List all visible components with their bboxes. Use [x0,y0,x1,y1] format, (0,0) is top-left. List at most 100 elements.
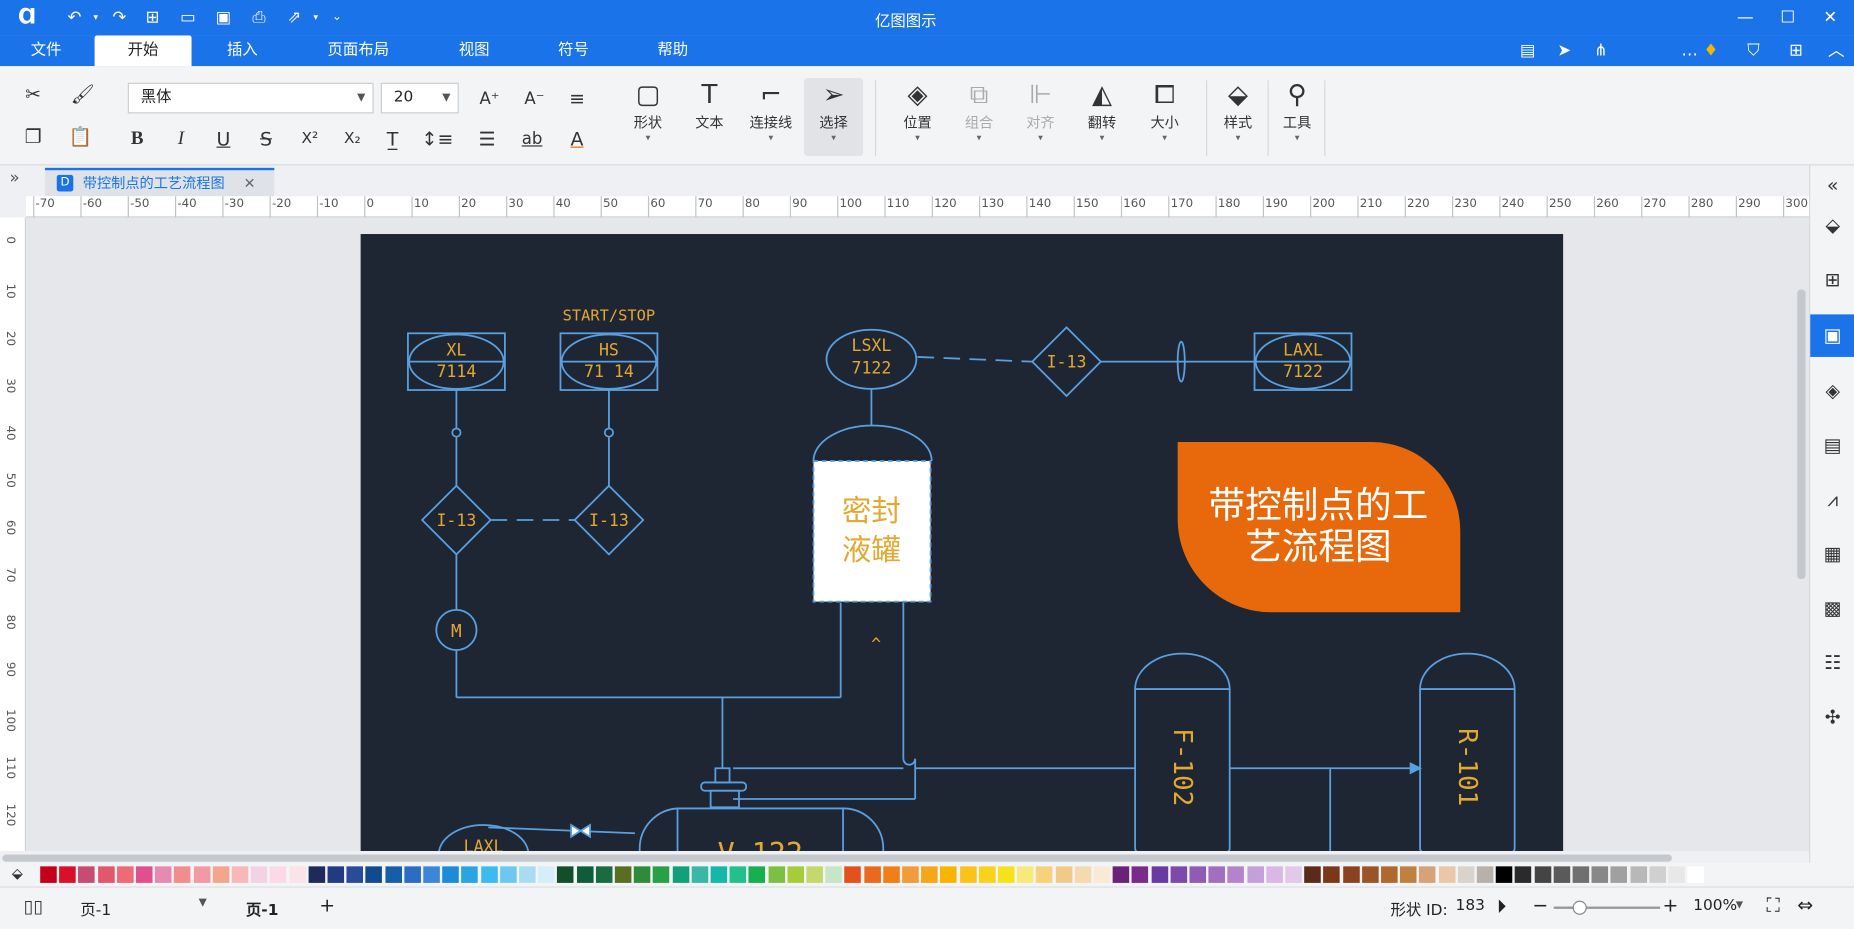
color-swatch[interactable] [1189,866,1207,883]
style-button[interactable]: ⬙样式▾ [1208,78,1267,156]
format-panel-icon[interactable]: ☷ [1824,651,1842,674]
horizontal-scroll-thumb[interactable] [2,854,1672,862]
line-spacing-icon[interactable]: ↕≡ [421,127,454,151]
color-swatch[interactable] [1649,866,1666,883]
color-swatch[interactable] [1017,866,1034,883]
zoom-slider[interactable] [1553,906,1661,909]
color-swatch[interactable] [116,866,134,883]
color-swatch[interactable] [346,866,364,883]
color-swatch[interactable] [633,866,651,883]
menu-home[interactable]: 开始 [94,35,192,67]
customize-icon[interactable]: ⌄ [332,10,342,24]
bullets-icon[interactable]: ☰ [478,127,496,151]
menu-symbol[interactable]: 符号 [558,41,589,60]
font-color-button[interactable]: A [570,127,584,151]
symbols-icon[interactable]: ⊞ [1824,268,1841,291]
expand-panel-icon[interactable]: » [9,169,20,188]
data-panel-icon[interactable]: ▩ [1823,596,1842,620]
color-swatch[interactable] [1610,866,1628,883]
color-swatch[interactable] [1515,866,1532,883]
strikethrough-button[interactable]: S [260,127,273,151]
font-family-select[interactable]: 黑体▼ [127,82,374,114]
color-swatch[interactable] [1400,866,1417,883]
color-swatch[interactable] [231,866,249,883]
vip-icon[interactable]: ♦ [1703,41,1719,61]
color-swatch[interactable] [557,866,574,883]
cut-icon[interactable]: ✂ [25,82,42,106]
skin-icon[interactable]: ⛉ [1747,41,1760,61]
color-swatch[interactable] [595,866,613,883]
color-swatch[interactable] [1285,866,1302,883]
fit-page-icon[interactable]: ⛶ [1766,893,1780,916]
color-swatch[interactable] [499,866,517,883]
align-text-icon[interactable]: ≡ [569,87,585,110]
menu-view[interactable]: 视图 [458,41,490,60]
open-folder-icon[interactable]: ▭ [180,8,196,28]
menu-insert[interactable]: 插入 [227,41,258,60]
undo-dropdown-icon[interactable]: ▾ [93,11,99,23]
color-swatch[interactable] [480,866,498,883]
color-swatch[interactable] [1151,866,1168,883]
comment-icon[interactable]: ▤ [1519,41,1536,61]
send-icon[interactable]: ➤ [1557,41,1572,61]
minimize-icon[interactable]: — [1736,8,1754,28]
color-swatch[interactable] [1630,866,1647,883]
color-swatch[interactable] [308,866,325,883]
color-swatch[interactable] [404,866,421,883]
color-swatch[interactable] [959,866,977,883]
color-swatch[interactable] [614,866,632,883]
canvas-area[interactable]: XL 7114 START/STOP HS 71 14 LSXL 7122 LA… [26,217,1810,851]
fill-color-icon[interactable]: ⬙ [11,865,23,882]
color-swatch[interactable] [135,866,153,883]
color-swatch[interactable] [921,866,938,883]
color-swatch[interactable] [1534,866,1551,883]
chart-panel-icon[interactable]: ⩘ [1827,488,1839,511]
color-swatch[interactable] [250,866,268,883]
color-swatch[interactable] [289,866,306,883]
color-swatch[interactable] [1591,866,1609,883]
color-swatch[interactable] [940,866,958,883]
color-swatch[interactable] [1304,866,1321,883]
position-button[interactable]: ◈位置▾ [888,78,947,156]
color-swatch[interactable] [978,866,996,883]
fill-icon[interactable]: ⬙ [1825,213,1840,237]
format-painter-icon[interactable]: 🖌 [70,82,95,106]
collapse-panel-icon[interactable]: « [1826,173,1839,197]
maximize-icon[interactable]: ☐ [1780,8,1796,28]
color-swatch[interactable] [423,866,440,883]
color-swatch[interactable] [442,866,459,883]
play-icon[interactable]: ⏵ [1496,894,1507,918]
print-icon[interactable]: ⎙ [252,8,266,28]
color-swatch[interactable] [1132,866,1149,883]
new-icon[interactable]: ⊞ [145,8,160,28]
color-swatch[interactable] [193,866,210,883]
export-icon[interactable]: ⇗ [287,8,302,28]
zoom-level[interactable]: 100% [1693,897,1738,915]
horizontal-scrollbar[interactable] [0,850,1810,863]
color-swatch[interactable] [1476,866,1494,883]
select-button[interactable]: ➢选择▾ [804,78,864,157]
layers-panel-icon[interactable]: ◈ [1825,379,1840,402]
flip-button[interactable]: ◭翻转▾ [1072,78,1131,156]
fit-panel-icon[interactable]: ✣ [1824,705,1841,729]
color-swatch[interactable] [1438,866,1456,883]
color-swatch[interactable] [1036,866,1053,883]
color-swatch[interactable] [883,866,900,883]
color-swatch[interactable] [806,866,823,883]
color-swatch[interactable] [1553,866,1570,883]
bold-button[interactable]: B [130,128,144,149]
share-icon[interactable]: ⋔ [1594,41,1608,61]
shrink-font-icon[interactable]: A⁻ [524,89,545,109]
color-swatch[interactable] [1361,866,1379,883]
color-swatch[interactable] [519,866,536,883]
color-swatch[interactable] [729,866,747,883]
font-size-select[interactable]: 20▼ [380,82,459,114]
table-panel-icon[interactable]: ▦ [1823,542,1842,565]
text-format-icon[interactable]: T̲ [386,127,399,151]
color-swatch[interactable] [710,866,728,883]
align-button[interactable]: ⊩对齐▾ [1011,78,1070,156]
color-swatch[interactable] [365,866,383,883]
grow-font-icon[interactable]: A⁺ [479,89,500,109]
color-swatch[interactable] [1055,866,1072,883]
zoom-in-icon[interactable]: + [1662,893,1679,916]
